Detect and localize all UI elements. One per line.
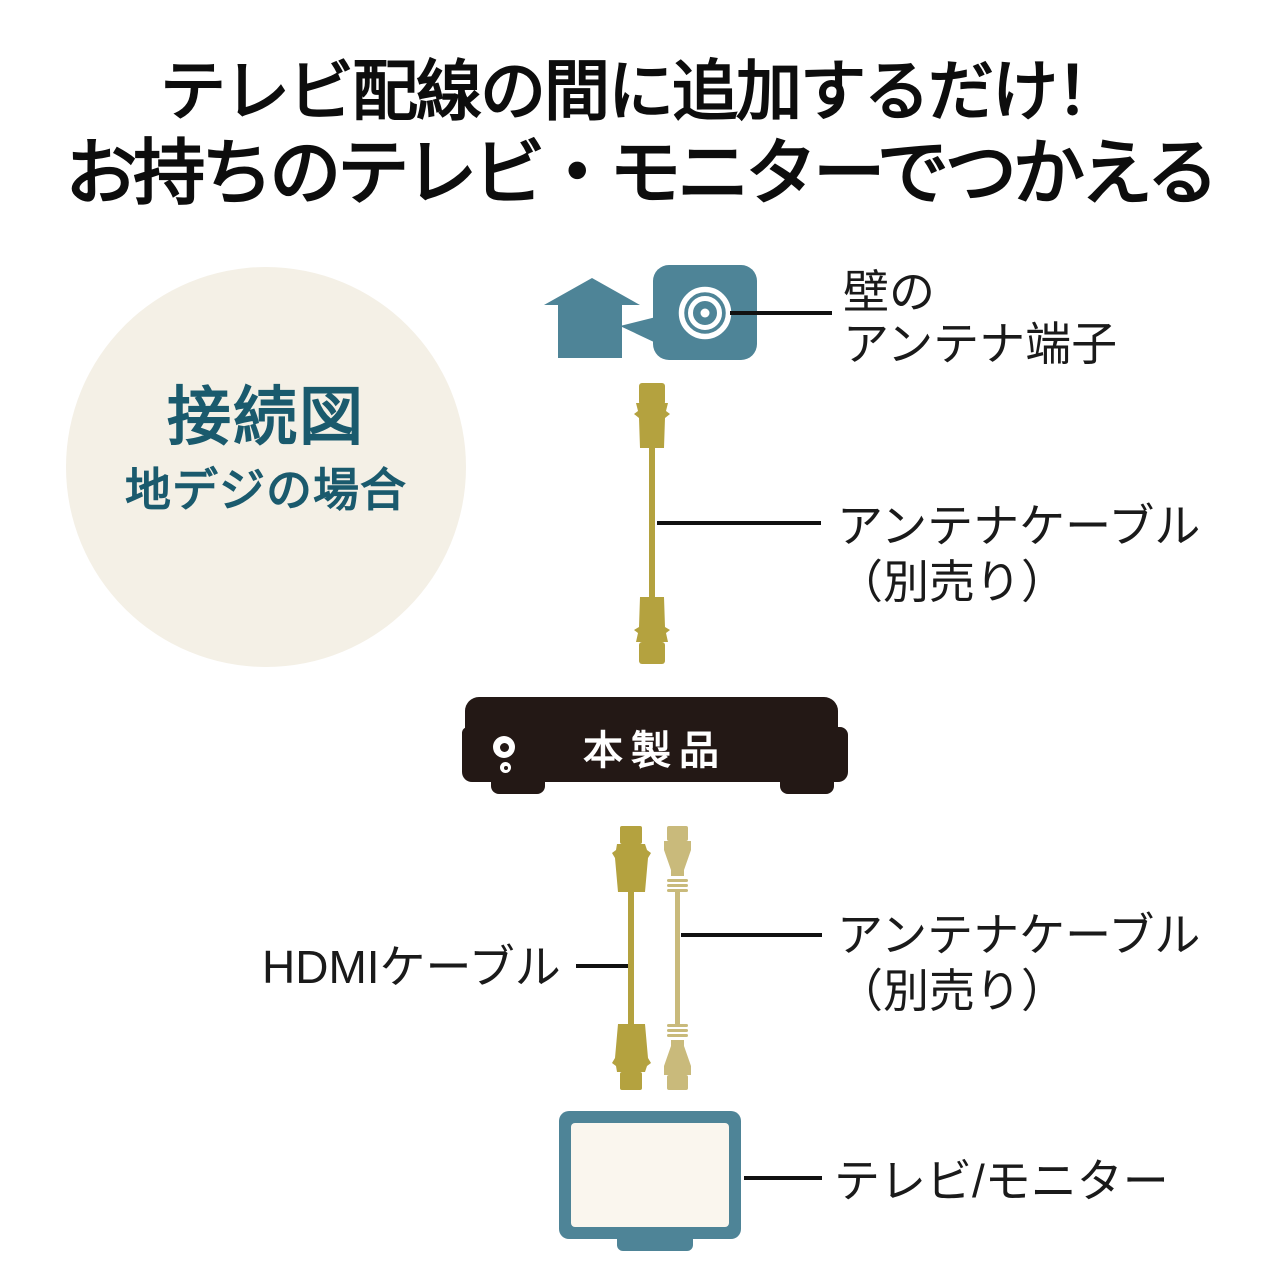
wall-terminal-label: 壁の アンテナ端子 [843, 266, 1117, 370]
tv-stand [617, 1237, 693, 1251]
antenna-cable-bottom-label: アンテナケーブル （別売り） [837, 907, 1200, 1019]
wall-terminal-label-line2: アンテナ端子 [843, 318, 1118, 370]
tv-screen [571, 1123, 729, 1227]
antenna-cable-top-label-line1: アンテナケーブル [837, 500, 1201, 552]
antenna-cable-top-label: アンテナケーブル （別売り） [837, 498, 1200, 610]
antenna-cable-bottom-pointer-line [681, 933, 822, 937]
device-connector-dot-large [493, 736, 515, 758]
hdmi-cable-label: HDMIケーブル [262, 941, 561, 993]
headline-line-2: お持ちのテレビ・モニターでつかえる [65, 134, 1219, 214]
antenna-cable-bottom-label-line2: （別売り） [837, 965, 1067, 1017]
connection-badge-circle: 接続図 地デジの場合 [66, 267, 466, 667]
wall-terminal-pointer-line [730, 311, 832, 315]
wall-antenna-terminal-icon [544, 265, 757, 360]
device-foot-left [491, 780, 545, 794]
wall-terminal-label-line1: 壁の [843, 266, 935, 318]
badge-subtitle: 地デジの場合 [125, 464, 407, 516]
headline-line-1: テレビ配線の間に追加するだけ！ [160, 54, 1122, 128]
tv-monitor-icon [559, 1111, 741, 1239]
tv-monitor-pointer-line [744, 1176, 822, 1180]
terminal-plate-icon [653, 265, 757, 360]
antenna-cable-bottom-icon [664, 826, 691, 1090]
antenna-cable-top-pointer-line [657, 521, 821, 525]
device-front-panel [462, 727, 848, 782]
antenna-cable-bottom-label-line1: アンテナケーブル [837, 909, 1201, 961]
antenna-cable-top-label-line2: （別売り） [837, 556, 1067, 608]
antenna-cable-top-icon [634, 383, 670, 664]
device-label: 本製品 [583, 729, 727, 773]
badge-title: 接続図 [167, 381, 365, 453]
device-connector-dot-small [500, 762, 511, 773]
hdmi-cable-icon [612, 826, 651, 1090]
hdmi-cable-pointer-line [576, 964, 628, 968]
tv-monitor-label: テレビ/モニター [834, 1155, 1169, 1207]
house-icon [544, 278, 656, 358]
device-foot-right [780, 780, 834, 794]
